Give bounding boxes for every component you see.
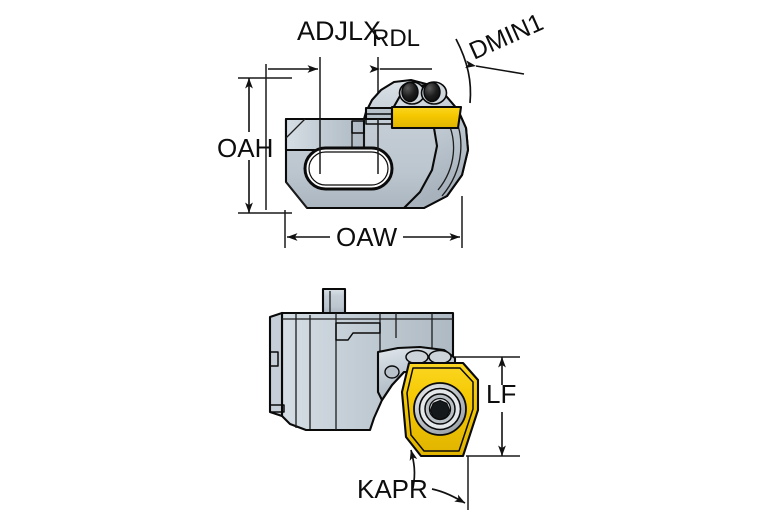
label-oaw: OAW: [336, 222, 398, 252]
oval-slot-inner: [308, 151, 389, 186]
shank-detail-block: [351, 120, 365, 134]
clamp-bar-top-view: [365, 113, 393, 125]
insert-top-view: [390, 105, 463, 130]
label-kapr: KAPR: [357, 474, 428, 504]
coolant-outlet-right: [428, 349, 452, 365]
shank-step-detail: [335, 322, 381, 341]
kapr-leader-up: [409, 449, 418, 489]
dmin1-reference-arc: [455, 38, 472, 104]
kapr-leader-right: [431, 488, 466, 504]
coolant-outlet-left: [405, 349, 429, 365]
coolant-hole-right: [423, 81, 441, 103]
top-boss-side-view: [321, 287, 347, 315]
coolant-hole-left: [401, 81, 419, 103]
chamfer-line-left: [285, 118, 306, 139]
label-lf: LF: [486, 379, 516, 409]
dmin1-leader-arrow: [465, 60, 525, 75]
torx-socket-icon: [429, 399, 451, 421]
chamfer-line-bottom-left: [285, 181, 308, 209]
end-cap-notch-lower: [269, 404, 285, 413]
label-adjlx: ADJLX: [297, 16, 381, 46]
label-rdl: RDL: [372, 25, 420, 52]
pocket-pin-hole: [384, 365, 400, 379]
insert-inner-edge: [406, 367, 474, 452]
end-cap-side-view: [268, 311, 284, 418]
top-view-group: ADJLX RDL DMIN1 OAH OAW: [217, 8, 548, 252]
label-oah: OAH: [217, 133, 273, 163]
end-cap-notch-upper: [269, 351, 279, 367]
bottom-view-group: LF KAPR: [268, 287, 520, 510]
